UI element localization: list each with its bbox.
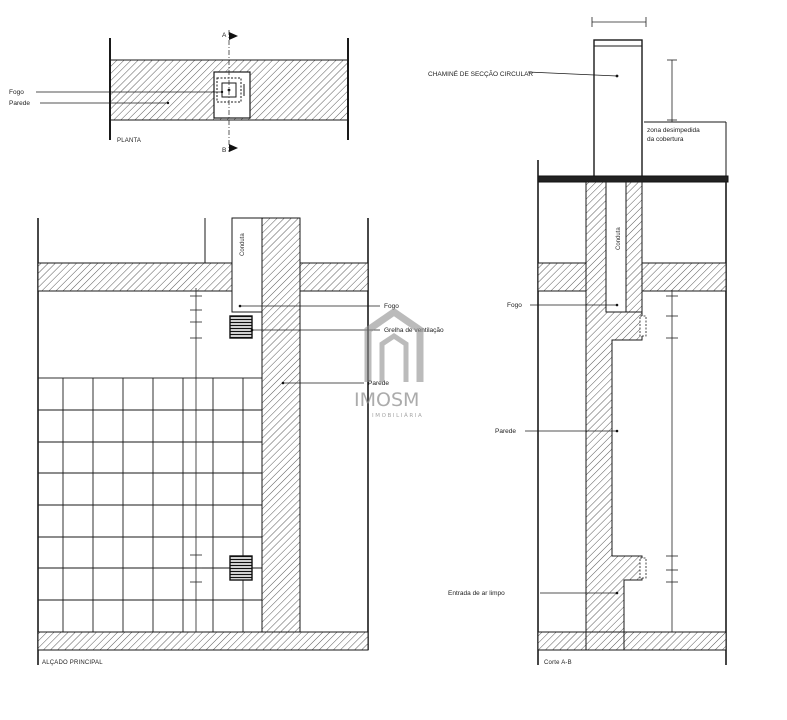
watermark-name: IMOSM xyxy=(354,389,419,411)
elevation-vent-upper xyxy=(229,315,253,339)
elevation-label-parede: Parede xyxy=(368,380,389,387)
section-label-entrada: Entrada de ar limpo xyxy=(448,590,505,597)
elevation-caption: ALÇADO PRINCIPAL xyxy=(42,660,103,666)
elevation-duct xyxy=(231,217,263,313)
watermark-subtitle: IMOBILIÁRIA xyxy=(372,412,423,419)
elevation-tile-grid xyxy=(37,377,263,633)
section-view: CHAMINÉ DE SECÇÃO CIRCULAR zona desimped… xyxy=(428,17,729,666)
section-chimney-back xyxy=(625,181,643,313)
section-label-conduta: Conduta xyxy=(616,227,622,250)
plan-caption: PLANTA xyxy=(117,138,141,144)
elevation-label-grelha: Grelha de ventilação xyxy=(384,327,444,334)
section-label-fogo: Fogo xyxy=(507,302,522,309)
section-bottom-slab xyxy=(537,631,727,651)
elevation-top-slab xyxy=(37,262,369,292)
watermark: IMOSM IMOBILIÁRIA xyxy=(354,307,424,419)
elevation-label-conduta: Conduta xyxy=(240,233,246,256)
elevation-view: Conduta Fogo Grelha de ventilação Parede… xyxy=(37,217,444,666)
plan-view: A B Fogo Parede PLANTA xyxy=(9,30,349,154)
plan-section-mark-a: A xyxy=(222,32,227,39)
section-label-zona-1: zona desimpedida xyxy=(647,127,700,134)
elevation-chimney-wall xyxy=(261,217,301,649)
section-caption: Corte A-B xyxy=(544,660,572,666)
elevation-vent-lower xyxy=(229,555,253,581)
section-label-parede: Parede xyxy=(495,428,516,435)
watermark-logo xyxy=(364,307,424,382)
plan-label-fogo: Fogo xyxy=(9,89,24,96)
elevation-label-fogo: Fogo xyxy=(384,303,399,310)
section-dimensions xyxy=(666,290,678,633)
section-roof-slab xyxy=(537,175,729,183)
plan-section-mark-b: B xyxy=(222,147,226,154)
elevation-bottom-slab xyxy=(37,631,369,651)
section-chimney-stack xyxy=(593,39,643,179)
section-label-chamine: CHAMINÉ DE SECÇÃO CIRCULAR xyxy=(428,69,533,78)
plan-label-parede: Parede xyxy=(9,100,30,107)
elevation-dimensions xyxy=(190,288,202,633)
section-label-zona-2: da cobertura xyxy=(647,136,684,143)
